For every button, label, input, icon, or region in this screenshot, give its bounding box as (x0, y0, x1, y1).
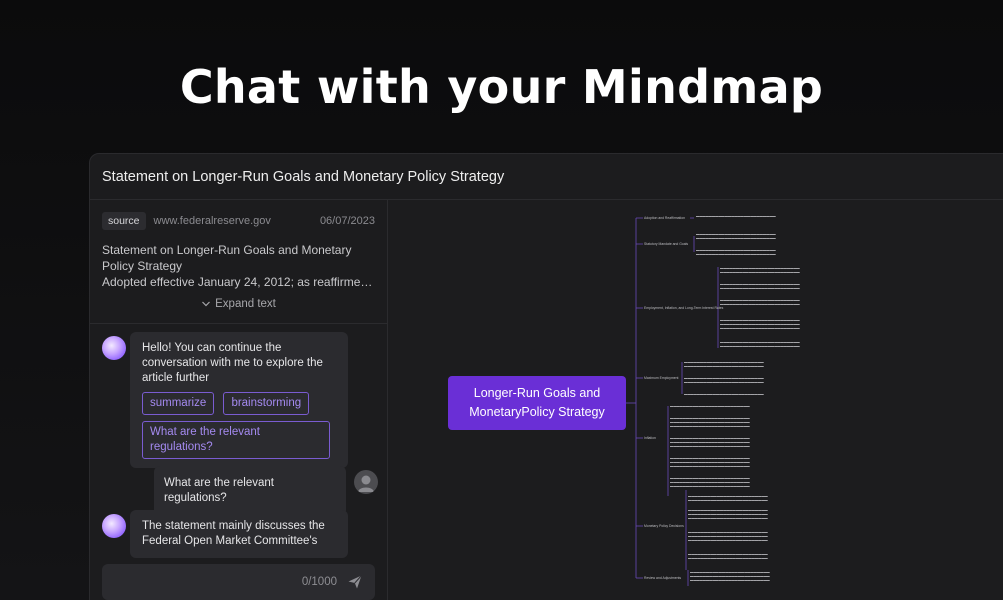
mindmap-leaf-text: ▬▬▬▬▬▬▬▬▬▬▬▬▬▬▬▬▬▬▬▬▬▬▬▬▬▬▬▬▬▬▬▬▬▬▬▬▬▬▬▬… (688, 494, 768, 502)
mindmap-leaf-text: ▬▬▬▬▬▬▬▬▬▬▬▬▬▬▬▬▬▬▬▬▬▬▬▬▬▬▬▬▬▬▬▬▬▬▬▬▬▬▬▬… (670, 416, 750, 428)
mindmap-leaf-text: ▬▬▬▬▬▬▬▬▬▬▬▬▬▬▬▬▬▬▬▬▬▬▬▬▬▬▬▬▬▬▬▬▬▬▬▬▬▬▬▬… (720, 318, 800, 330)
user-message: What are the relevant regulations? (154, 466, 346, 516)
send-icon[interactable] (347, 574, 363, 590)
message-line: Federal Open Market Committee's (142, 535, 318, 547)
document-title: Statement on Longer-Run Goals and Moneta… (90, 154, 1003, 200)
source-card: source www.federalreserve.gov 06/07/2023… (90, 200, 387, 324)
mindmap-branch[interactable]: Monetary Policy Decisions (644, 524, 684, 528)
root-node-line: MonetaryPolicy Strategy (469, 405, 605, 419)
source-title-line: Statement on Longer-Run Goals and Moneta… (102, 243, 352, 257)
mindmap-leaf-text: ▬▬▬▬▬▬▬▬▬▬▬▬▬▬▬▬▬▬▬▬▬▬▬▬▬▬▬▬▬▬▬▬▬▬▬▬▬▬▬▬… (670, 456, 750, 468)
source-badge: source (102, 212, 146, 230)
chevron-down-icon (202, 301, 211, 307)
mindmap-leaf-text: ▬▬▬▬▬▬▬▬▬▬▬▬▬▬▬▬▬▬▬▬▬▬▬▬▬▬▬▬▬▬▬▬▬▬▬▬▬▬▬▬… (688, 508, 768, 520)
assistant-avatar (102, 514, 126, 538)
chat-input[interactable]: 0/1000 (102, 564, 375, 600)
mindmap-leaf-text: ▬▬▬▬▬▬▬▬▬▬▬▬▬▬▬▬▬▬▬▬▬▬▬▬▬▬▬▬▬▬▬▬▬▬▬▬▬▬▬▬… (720, 282, 800, 290)
app-window: Statement on Longer-Run Goals and Moneta… (89, 153, 1003, 600)
mindmap-leaf-text: ▬▬▬▬▬▬▬▬▬▬▬▬▬▬▬▬▬▬▬▬▬▬▬▬▬▬▬▬▬▬▬▬▬▬▬▬▬▬▬▬… (670, 436, 750, 448)
message-line: article further (142, 372, 210, 384)
mindmap-leaf-text: ▬▬▬▬▬▬▬▬▬▬▬▬▬▬▬▬▬▬▬▬▬▬▬▬▬▬▬▬▬▬▬▬▬▬▬▬▬▬▬▬… (720, 340, 800, 348)
mindmap-leaf-text: ▬▬▬▬▬▬▬▬▬▬▬▬▬▬▬▬▬▬▬▬▬▬▬▬▬▬▬▬▬▬▬▬▬▬▬▬▬▬▬▬… (684, 360, 764, 368)
mindmap-leaf-text: ▬▬▬▬▬▬▬▬▬▬▬▬▬▬▬▬▬▬▬▬▬▬▬▬▬▬▬▬▬▬▬▬▬▬▬▬▬▬▬▬… (696, 248, 776, 256)
suggestion-brainstorming[interactable]: brainstorming (223, 392, 310, 415)
message-line: The statement mainly discusses the (142, 520, 325, 532)
mindmap-leaf-text: ▬▬▬▬▬▬▬▬▬▬▬▬▬▬▬▬▬▬▬▬▬▬▬▬▬▬▬▬▬▬▬▬▬▬▬▬▬▬▬▬… (670, 476, 750, 488)
mindmap-leaf-text: ▬▬▬▬▬▬▬▬▬▬▬▬▬▬▬▬▬▬▬▬▬▬▬▬▬▬▬▬▬▬▬▬▬▬▬▬▬▬▬▬… (688, 530, 768, 542)
mindmap-branch[interactable]: Review and Adjustments (644, 576, 682, 580)
mindmap-leaf-text: ▬▬▬▬▬▬▬▬▬▬▬▬▬▬▬▬▬▬▬▬▬▬▬▬▬▬▬▬▬▬▬▬▬▬▬▬▬▬▬▬… (684, 376, 764, 384)
source-title: Statement on Longer-Run Goals and Moneta… (102, 242, 375, 274)
mindmap-branch[interactable]: Statutory Mandate and Goals (644, 242, 689, 246)
mindmap-branch[interactable]: Inflation (644, 436, 656, 440)
root-node-line: Longer-Run Goals and (473, 386, 601, 400)
mindmap-connectors (626, 217, 719, 586)
character-counter: 0/1000 (301, 576, 337, 588)
user-icon (358, 475, 374, 492)
mindmap-branch[interactable]: Adoption and Reaffirmation (644, 216, 686, 220)
source-description: Adopted effective January 24, 2012; as r… (102, 275, 375, 289)
user-avatar (354, 470, 378, 494)
suggestion-chips: summarize brainstorming What are the rel… (142, 386, 336, 459)
mindmap-leaf-text: ▬▬▬▬▬▬▬▬▬▬▬▬▬▬▬▬▬▬▬▬▬▬▬▬▬▬▬▬▬▬▬▬▬▬▬▬▬▬▬▬… (690, 570, 770, 582)
mindmap-leaf-text: ▬▬▬▬▬▬▬▬▬▬▬▬▬▬▬▬▬▬▬▬▬▬▬▬▬▬▬▬▬▬▬▬▬▬▬▬▬▬▬▬… (696, 232, 776, 240)
assistant-message: Hello! You can continue the conversation… (130, 332, 348, 468)
mindmap-leaf-text: ▬▬▬▬▬▬▬▬▬▬▬▬▬▬▬▬▬▬▬▬▬▬▬▬▬ (684, 392, 764, 396)
mindmap-root-node[interactable]: Longer-Run Goals and MonetaryPolicy Stra… (448, 376, 626, 430)
expand-text-label: Expand text (215, 298, 276, 310)
assistant-message: The statement mainly discusses the Feder… (130, 510, 348, 558)
mindmap-leaf-text: ▬▬▬▬▬▬▬▬▬▬▬▬▬▬▬▬▬▬▬▬▬▬▬▬▬▬▬▬▬▬▬▬▬▬▬▬▬▬▬▬… (720, 266, 800, 274)
message-line: conversation with me to explore the (142, 357, 323, 369)
suggestion-summarize[interactable]: summarize (142, 392, 215, 415)
mindmap-leaf-text: ▬▬▬▬▬▬▬▬▬▬▬▬▬▬▬▬▬▬▬▬▬▬▬▬▬ (696, 214, 776, 218)
suggestion-regulations[interactable]: What are the relevant regulations? (142, 421, 330, 459)
chat-panel: source www.federalreserve.gov 06/07/2023… (90, 200, 388, 600)
expand-text-button[interactable]: Expand text (102, 298, 375, 310)
mindmap-branch[interactable]: Employment, Inflation, and Long-Term Int… (644, 306, 724, 310)
mindmap-leaf-text: ▬▬▬▬▬▬▬▬▬▬▬▬▬▬▬▬▬▬▬▬▬▬▬▬▬ (670, 404, 750, 408)
mindmap-canvas[interactable]: Adoption and Reaffirmation Statutory Man… (388, 200, 1003, 600)
source-title-line: Policy Strategy (102, 259, 183, 273)
assistant-avatar (102, 336, 126, 360)
mindmap-branch[interactable]: Maximum Employment (644, 376, 679, 380)
mindmap-leaf-text: ▬▬▬▬▬▬▬▬▬▬▬▬▬▬▬▬▬▬▬▬▬▬▬▬▬▬▬▬▬▬▬▬▬▬▬▬▬▬▬▬… (720, 298, 800, 306)
hero-title: Chat with your Mindmap (179, 60, 824, 114)
message-line: Hello! You can continue the (142, 342, 282, 354)
source-url[interactable]: www.federalreserve.gov (153, 215, 271, 227)
mindmap-leaf-text: ▬▬▬▬▬▬▬▬▬▬▬▬▬▬▬▬▬▬▬▬▬▬▬▬▬▬▬▬▬▬▬▬▬▬▬▬▬▬▬▬… (688, 552, 768, 560)
chat-messages[interactable]: Hello! You can continue the conversation… (90, 324, 387, 600)
source-date: 06/07/2023 (319, 215, 375, 227)
source-meta: source www.federalreserve.gov 06/07/2023 (102, 212, 375, 230)
